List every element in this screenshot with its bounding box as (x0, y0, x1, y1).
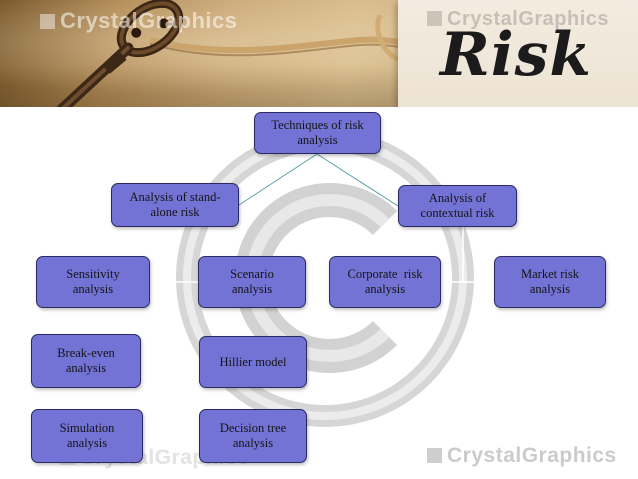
paper-tag (398, 0, 638, 107)
node-hillier-model: Hillier model (199, 336, 307, 388)
watermark-top-right: CrystalGraphics (427, 8, 609, 31)
connector-root-standalone (238, 153, 318, 206)
banner-title: Risk (440, 20, 593, 90)
watermark-square-icon (40, 14, 55, 29)
watermark-square-icon (427, 448, 442, 463)
watermark-top-left: CrystalGraphics (40, 8, 237, 34)
watermark-square-icon (427, 11, 442, 26)
key-icon (56, 0, 441, 107)
header-banner: Risk CrystalGraphics CrystalGraphics (0, 0, 638, 107)
connector-root-contextual (316, 153, 399, 207)
watermark-bottom-right: CrystalGraphics (427, 444, 617, 468)
node-standalone-risk: Analysis of stand-alone risk (111, 183, 239, 227)
